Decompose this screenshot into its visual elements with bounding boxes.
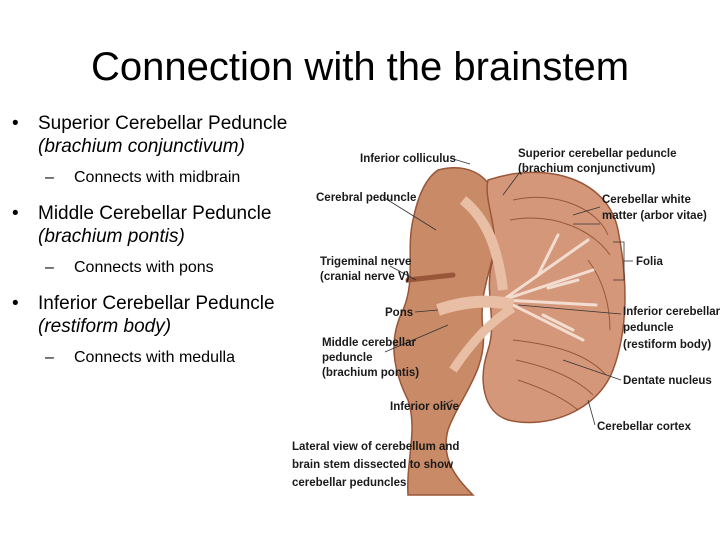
label-white-matter-line2: matter (arbor vitae) — [602, 210, 707, 222]
bullet-inferior: • Inferior Cerebellar Peduncle (restifor… — [12, 292, 312, 338]
subbullet-midbrain-text: Connects with midbrain — [74, 169, 241, 186]
label-superior-peduncle-line2: (brachium conjunctivum) — [518, 163, 656, 175]
cerebellum-diagram: Inferior colliculus Cerebral peduncle Tr… — [292, 148, 720, 496]
label-middle-peduncle-line1: Middle cerebellar — [322, 337, 416, 349]
label-pons: Pons — [385, 307, 413, 319]
label-icp-line3: (restiform body) — [623, 339, 711, 351]
label-white-matter-line1: Cerebellar white — [602, 194, 691, 206]
bullet-inferior-text: Inferior Cerebellar Peduncle — [38, 293, 275, 314]
caption-line1: Lateral view of cerebellum and — [292, 441, 459, 453]
bullet-superior: • Superior Cerebellar Peduncle (brachium… — [12, 112, 312, 158]
bullet-dot: • — [12, 293, 19, 314]
subbullet-dash: – — [45, 349, 54, 366]
inferior-peduncle-shape — [449, 304, 516, 373]
caption-line2: brain stem dissected to show — [292, 459, 453, 471]
label-superior-peduncle-line1: Superior cerebellar peduncle — [518, 148, 677, 160]
label-icp-line2: peduncle — [623, 322, 673, 334]
bullet-dot: • — [12, 203, 19, 224]
subbullet-medulla: – Connects with medulla — [12, 348, 312, 368]
bullet-superior-text: Superior Cerebellar Peduncle — [38, 113, 288, 134]
bullet-middle: • Middle Cerebellar Peduncle (brachium p… — [12, 202, 312, 248]
leader-lines — [382, 157, 633, 426]
label-inferior-olive: Inferior olive — [390, 401, 459, 413]
arbor-vitae — [501, 233, 598, 342]
superior-peduncle-shape — [459, 196, 508, 291]
label-trigeminal-line2: (cranial nerve V) — [320, 271, 410, 283]
subbullet-dash: – — [45, 169, 54, 186]
label-icp-line1: Inferior cerebellar — [623, 306, 720, 318]
label-middle-peduncle-line3: (brachium pontis) — [322, 367, 419, 379]
subbullet-pons-text: Connects with pons — [74, 259, 214, 276]
subbullet-midbrain: – Connects with midbrain — [12, 168, 312, 188]
bullet-superior-subtitle: (brachium conjunctivum) — [38, 136, 245, 157]
label-inferior-colliculus: Inferior colliculus — [360, 153, 456, 165]
slide-title: Connection with the brainstem — [90, 45, 630, 89]
label-dentate-nucleus: Dentate nucleus — [623, 375, 712, 387]
subbullet-dash: – — [45, 259, 54, 276]
label-cerebellar-cortex: Cerebellar cortex — [597, 421, 692, 433]
trigeminal-nerve-shape — [405, 272, 456, 283]
bullet-inferior-subtitle: (restiform body) — [38, 316, 172, 337]
subbullet-pons: – Connects with pons — [12, 258, 312, 278]
folia-lines — [509, 196, 611, 411]
middle-peduncle-shape — [436, 295, 515, 316]
label-folia: Folia — [636, 256, 663, 268]
cerebellum-illustration: Inferior colliculus Cerebral peduncle Tr… — [288, 140, 720, 500]
bullet-middle-subtitle: (brachium pontis) — [38, 226, 185, 247]
bullet-middle-text: Middle Cerebellar Peduncle — [38, 203, 272, 224]
label-cerebral-peduncle: Cerebral peduncle — [316, 192, 416, 204]
bullet-dot: • — [12, 113, 19, 134]
subbullet-medulla-text: Connects with medulla — [74, 349, 235, 366]
label-trigeminal-line1: Trigeminal nerve — [320, 256, 411, 268]
bullet-list: • Superior Cerebellar Peduncle (brachium… — [12, 112, 312, 382]
label-middle-peduncle-line2: peduncle — [322, 352, 372, 364]
caption-line3: cerebellar peduncles — [292, 477, 406, 489]
